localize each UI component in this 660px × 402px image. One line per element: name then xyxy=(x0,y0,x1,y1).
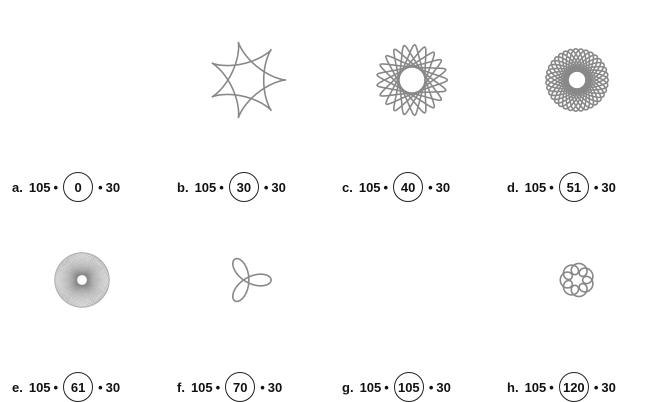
rolling-radius-value: 61 xyxy=(71,380,85,395)
panel-caption: b.105•30•30 xyxy=(177,172,286,202)
spirograph-curve xyxy=(330,200,495,370)
rolling-radius-value: 120 xyxy=(563,380,585,395)
separator-dot: • xyxy=(54,180,59,195)
panel-label: e. xyxy=(12,380,23,395)
panel-label: a. xyxy=(12,180,23,195)
panel-caption: c.105•40•30 xyxy=(342,172,450,202)
spirograph-path xyxy=(55,253,110,308)
spirograph-curve xyxy=(330,0,495,170)
separator-dot: • xyxy=(216,380,221,395)
spirograph-path xyxy=(546,49,608,111)
panel-label: h. xyxy=(507,380,519,395)
fixed-radius-value: 105 xyxy=(29,380,51,395)
panel-label: f. xyxy=(177,380,185,395)
panel-caption: h.105•120•30 xyxy=(507,372,616,402)
rolling-radius-circle: 40 xyxy=(393,172,423,202)
rolling-radius-value: 0 xyxy=(74,180,81,195)
separator-dot: • xyxy=(594,380,599,395)
pen-offset-value: 30 xyxy=(601,380,615,395)
spirograph-path xyxy=(212,42,286,118)
spirograph-panel: c.105•40•30 xyxy=(330,0,495,200)
rolling-radius-circle: 51 xyxy=(559,172,589,202)
pen-offset-value: 30 xyxy=(106,380,120,395)
fixed-radius-value: 105 xyxy=(29,180,51,195)
rolling-radius-circle: 0 xyxy=(63,172,93,202)
spirograph-panel: e.105•61•30 xyxy=(0,200,165,400)
pen-offset-value: 30 xyxy=(106,180,120,195)
separator-dot: • xyxy=(98,180,103,195)
separator-dot: • xyxy=(98,380,103,395)
spirograph-panel: b.105•30•30 xyxy=(165,0,330,200)
panel-caption: d.105•51•30 xyxy=(507,172,616,202)
fixed-radius-value: 105 xyxy=(191,380,213,395)
fixed-radius-value: 105 xyxy=(359,180,381,195)
rolling-radius-circle: 70 xyxy=(225,372,255,402)
panel-label: c. xyxy=(342,180,353,195)
spirograph-path xyxy=(377,45,447,115)
separator-dot: • xyxy=(384,180,389,195)
separator-dot: • xyxy=(428,180,433,195)
spirograph-panel: g.105•105•30 xyxy=(330,200,495,400)
rolling-radius-value: 30 xyxy=(237,180,251,195)
panel-caption: g.105•105•30 xyxy=(342,372,451,402)
spirograph-curve xyxy=(495,200,660,370)
pen-offset-value: 30 xyxy=(436,380,450,395)
separator-dot: • xyxy=(219,180,224,195)
rolling-radius-value: 40 xyxy=(401,180,415,195)
pen-offset-value: 30 xyxy=(268,380,282,395)
fixed-radius-value: 105 xyxy=(195,180,217,195)
separator-dot: • xyxy=(594,180,599,195)
spirograph-panel: a.105•0•30 xyxy=(0,0,165,200)
spirograph-path xyxy=(560,263,593,296)
separator-dot: • xyxy=(384,380,389,395)
panel-label: d. xyxy=(507,180,519,195)
panel-label: g. xyxy=(342,380,354,395)
fixed-radius-value: 105 xyxy=(360,380,382,395)
rolling-radius-value: 70 xyxy=(233,380,247,395)
separator-dot: • xyxy=(549,180,554,195)
pen-offset-value: 30 xyxy=(271,180,285,195)
spirograph-curve xyxy=(165,0,330,170)
fixed-radius-value: 105 xyxy=(525,380,547,395)
panel-caption: e.105•61•30 xyxy=(12,372,120,402)
panel-caption: f.105•70•30 xyxy=(177,372,282,402)
spirograph-panel: h.105•120•30 xyxy=(495,200,660,400)
separator-dot: • xyxy=(260,380,265,395)
spirograph-panel: f.105•70•30 xyxy=(165,200,330,400)
spirograph-path xyxy=(233,259,271,302)
panel-label: b. xyxy=(177,180,189,195)
separator-dot: • xyxy=(264,180,269,195)
separator-dot: • xyxy=(429,380,434,395)
rolling-radius-circle: 105 xyxy=(394,372,424,402)
rolling-radius-value: 51 xyxy=(567,180,581,195)
rolling-radius-circle: 30 xyxy=(229,172,259,202)
spirograph-curve xyxy=(0,0,165,170)
spirograph-curve xyxy=(165,200,330,370)
separator-dot: • xyxy=(549,380,554,395)
spirograph-panel: d.105•51•30 xyxy=(495,0,660,200)
spirograph-curve xyxy=(495,0,660,170)
rolling-radius-circle: 120 xyxy=(559,372,589,402)
separator-dot: • xyxy=(54,380,59,395)
rolling-radius-value: 105 xyxy=(398,380,420,395)
rolling-radius-circle: 61 xyxy=(63,372,93,402)
panel-caption: a.105•0•30 xyxy=(12,172,120,202)
fixed-radius-value: 105 xyxy=(525,180,547,195)
pen-offset-value: 30 xyxy=(601,180,615,195)
pen-offset-value: 30 xyxy=(436,180,450,195)
spirograph-curve xyxy=(0,200,165,370)
